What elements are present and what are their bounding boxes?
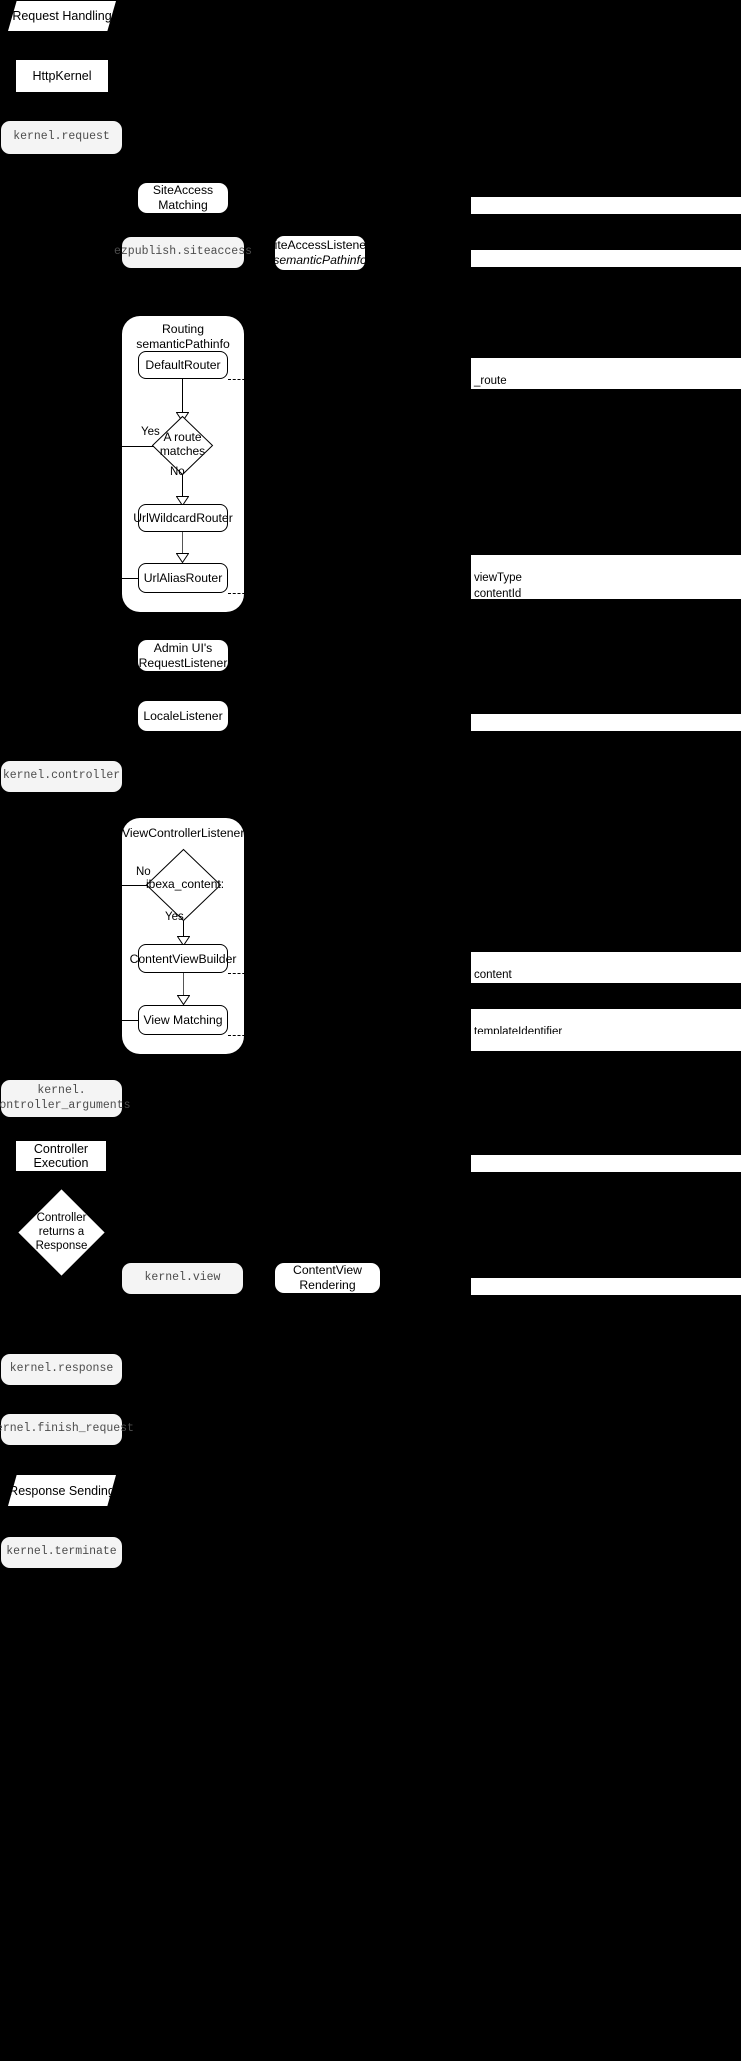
node-url-alias-router: UrlAliasRouter — [138, 563, 228, 593]
edge-label-route-yes: Yes — [141, 426, 160, 438]
event-kernel-terminate: kernel.terminate — [1, 1537, 122, 1568]
attr-response-view: response/view — [471, 1155, 741, 1184]
group-view-controller-listener-title: ViewControllerListener — [122, 826, 244, 841]
node-locale-listener-label: LocaleListener — [143, 708, 223, 723]
event-kernel-controller-arguments-line2: controller_arguments — [0, 1098, 131, 1112]
attr-response: response — [471, 1278, 741, 1307]
arrowhead-view-matching — [177, 995, 190, 1005]
edge-route-no — [182, 475, 183, 504]
attr-siteaccess: siteaccess — [471, 197, 741, 226]
edge-builder-to-matching — [183, 973, 184, 999]
event-kernel-view: kernel.view — [122, 1263, 243, 1294]
node-default-router: DefaultRouter — [138, 351, 228, 379]
attr-route-controller-label: _route _controller — [474, 375, 528, 403]
arrowhead-url-alias-router — [176, 553, 189, 563]
node-view-matching-label: View Matching — [143, 1013, 223, 1027]
edge-route-yes — [122, 446, 154, 447]
node-content-view-builder: ContentViewBuilder — [130, 944, 236, 973]
event-kernel-controller-arguments-line1: kernel. — [37, 1084, 86, 1098]
group-view-controller-listener-label: ViewControllerListener — [122, 826, 245, 840]
node-controller-execution: Controller Execution — [16, 1141, 106, 1171]
phase-banner-label: Request Handling — [12, 9, 112, 23]
event-ezpublish-siteaccess: ezpublish.siteaccess — [114, 237, 252, 268]
attr-view-label: view — [474, 1051, 498, 1064]
node-default-router-label: DefaultRouter — [145, 358, 221, 372]
dashed-connector-url-alias-router — [228, 593, 250, 594]
node-siteaccess-listener-line1: SiteAccessListener: — [266, 238, 374, 253]
attr-route-controller: _route _controller — [471, 358, 741, 403]
attr-semantic-pathinfo: semanticPathinfo — [471, 250, 741, 279]
attr-response-label: response — [474, 1295, 522, 1308]
attr-content-location: content location — [471, 952, 741, 997]
event-kernel-controller-label: kernel.controller — [2, 769, 121, 783]
edge-default-router-to-decision — [182, 379, 183, 416]
dashed-connector-content-view-builder — [228, 973, 250, 974]
node-content-view-builder-label: ContentViewBuilder — [129, 951, 237, 966]
phase-banner-response-sending: Response Sending — [8, 1475, 116, 1506]
edge-view-matching-left-stub — [122, 1020, 139, 1021]
edge-ibexa-yes — [183, 921, 184, 944]
event-kernel-controller-arguments: kernel. controller_arguments — [0, 1080, 131, 1117]
edge-label-ibexa-yes: Yes — [165, 911, 184, 923]
event-kernel-response-label: kernel.response — [9, 1362, 114, 1376]
attr-response-view-label: response/view — [474, 1172, 548, 1185]
edge-label-route-no: No — [170, 466, 185, 478]
attr-view-content-location: viewType contentId locationId — [471, 555, 741, 615]
phase-banner-request-handling: Request Handling — [8, 1, 116, 31]
node-admin-ui-request-listener: Admin UI's RequestListener — [138, 640, 228, 671]
event-kernel-request: kernel.request — [1, 121, 122, 154]
decision-controller-returns-line3: Response — [35, 1239, 88, 1252]
attr-siteaccess-label: siteaccess — [474, 214, 528, 227]
node-admin-ui-request-listener-line1: Admin UI's — [153, 640, 213, 655]
arrowhead-url-wildcard-router — [176, 496, 189, 506]
attr-locale: _locale — [471, 714, 741, 743]
attr-locale-label: _locale — [474, 731, 511, 744]
edge-ibexa-no — [122, 885, 148, 886]
event-kernel-finish-request-label: kernel.finish_request — [0, 1422, 134, 1436]
node-siteaccess-listener-line2: semanticPathinfo — [273, 253, 367, 267]
node-locale-listener: LocaleListener — [138, 701, 228, 731]
event-kernel-response: kernel.response — [1, 1354, 122, 1385]
arrowhead-content-view-builder — [177, 936, 190, 946]
node-siteaccess-matching-label: SiteAccess Matching — [152, 183, 214, 212]
dashed-connector-view-matching — [228, 1035, 250, 1036]
phase-banner-response-label: Response Sending — [9, 1483, 115, 1498]
node-url-wildcard-router: UrlWildcardRouter — [133, 504, 233, 532]
group-routing-title-part2: semanticPathinfo — [136, 336, 230, 351]
edge-label-ibexa-no: No — [136, 866, 151, 878]
node-siteaccess-listener: SiteAccessListener: semanticPathinfo — [266, 236, 374, 270]
event-kernel-terminate-label: kernel.terminate — [6, 1545, 117, 1559]
node-http-kernel: HttpKernel — [16, 60, 108, 92]
decision-controller-returns-response-label: Controller returns a Response — [26, 1212, 97, 1254]
node-url-wildcard-router-label: UrlWildcardRouter — [133, 511, 233, 525]
edge-wildcard-to-alias — [182, 532, 183, 557]
event-kernel-request-label: kernel.request — [13, 130, 110, 144]
event-kernel-finish-request: kernel.finish_request — [0, 1414, 134, 1445]
node-view-matching: View Matching — [138, 1005, 228, 1035]
attr-content-location-label: content location — [474, 969, 514, 997]
node-url-alias-router-label: UrlAliasRouter — [143, 571, 223, 585]
node-siteaccess-matching: SiteAccess Matching — [138, 183, 228, 213]
node-controller-execution-label: Controller Execution — [33, 1142, 89, 1170]
event-kernel-controller: kernel.controller — [1, 761, 122, 792]
group-routing-title-part1: Routing — [161, 322, 204, 336]
event-kernel-view-label: kernel.view — [144, 1271, 221, 1285]
node-http-kernel-label: HttpKernel — [32, 69, 92, 83]
dashed-connector-default-router — [228, 379, 250, 380]
node-admin-ui-request-listener-line2: RequestListener — [138, 655, 228, 670]
decision-controller-returns-line2: returns a — [38, 1226, 85, 1239]
decision-controller-returns-line1: Controller — [36, 1212, 87, 1225]
attr-view-content-location-label: viewType contentId locationId — [474, 572, 524, 615]
node-content-view-rendering-label: ContentView Rendering — [293, 1263, 362, 1292]
attr-view: view — [471, 1034, 741, 1063]
event-ezpublish-siteaccess-label: ezpublish.siteaccess — [113, 245, 253, 259]
edge-alias-router-left-stub — [122, 578, 139, 579]
node-content-view-rendering: ContentView Rendering — [275, 1263, 380, 1293]
attr-semantic-pathinfo-label: semanticPathinfo — [474, 267, 563, 280]
